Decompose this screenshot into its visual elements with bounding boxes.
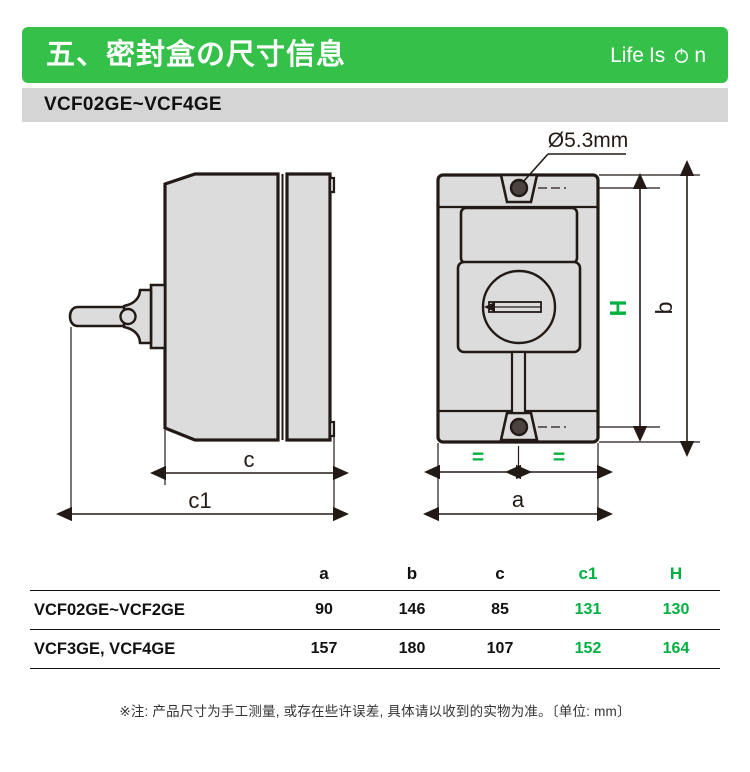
side-view-drawing: c c1 [56,172,349,522]
slogan-life-text: Life [610,43,644,67]
table-row: VCF02GE~VCF2GE 90 146 85 131 130 [30,591,720,630]
table-header-cell-c: c [495,564,505,583]
model-range-label: VCF02GE~VCF4GE [44,94,222,115]
power-symbol-icon [673,47,690,64]
table-header-cell-model [30,558,280,591]
table-header-row: a b c c1 H [30,558,720,591]
technical-drawing: c c1 Ø5.3mm [0,130,750,550]
page-title: 五、密封盒の尺寸信息 [46,38,347,71]
slogan-n-text: n [694,43,706,67]
cell-a-0: 90 [315,601,333,618]
dimension-table: a b c c1 H VCF02GE~VCF2GE 90 146 85 131 [30,558,720,669]
cell-b-1: 180 [398,640,426,657]
table-rule-bottom [30,668,720,669]
hole-diameter-label: Ø5.3mm [548,130,629,152]
dim-label-b: b [651,302,677,315]
cell-b-0: 146 [398,601,426,618]
table-row: VCF3GE, VCF4GE 157 180 107 152 164 [30,630,720,669]
cell-a-1: 157 [310,640,338,657]
brand-slogan: Life Is n [610,45,706,66]
dim-label-a: a [512,487,525,512]
model-range-bar: VCF02GE~VCF4GE [22,88,728,122]
cell-h-0: 130 [662,601,690,618]
section-header-banner: 五、密封盒の尺寸信息 Life Is n [22,27,728,83]
table-header-cell-a: a [319,564,329,583]
dim-label-H: H [605,300,631,317]
dimension-table-wrapper: a b c c1 H VCF02GE~VCF2GE 90 146 85 131 [30,558,720,669]
footnote-text: ※注: 产品尺寸为手工测量, 或存在些许误差, 具体请以收到的实物为准。〔单位:… [119,704,631,719]
table-header-cell-h: H [669,564,683,583]
front-view-drawing: Ø5.3mm [423,130,700,522]
dim-label-equal-left: = [472,446,484,469]
dim-label-c1: c1 [188,488,211,513]
dim-label-equal-right: = [553,446,565,469]
table-header-cell-b: b [406,564,418,583]
table-header-cell-c1: c1 [578,564,598,583]
cell-model-0: VCF02GE~VCF2GE [34,600,185,619]
table-rule-mid [30,629,720,630]
cell-h-1: 164 [662,640,690,657]
cell-c1-1: 152 [574,640,602,657]
slogan-is-text: Is [648,43,666,67]
dim-label-c: c [244,447,255,472]
cell-c1-0: 131 [574,601,602,618]
cell-c-1: 107 [486,640,514,657]
cell-model-1: VCF3GE, VCF4GE [34,639,176,658]
cell-c-0: 85 [491,601,509,618]
table-rule-top [30,590,720,591]
